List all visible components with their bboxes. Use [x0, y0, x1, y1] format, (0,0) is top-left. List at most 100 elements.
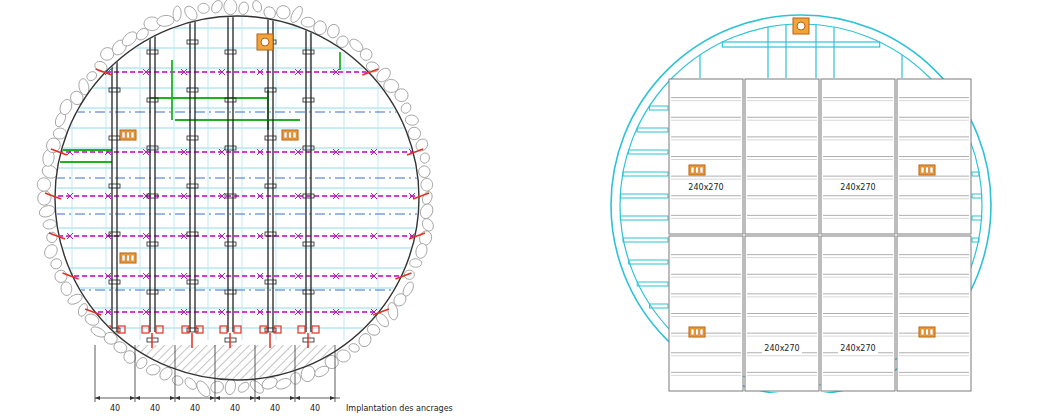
panel-stiffener [747, 313, 817, 314]
dimension-arrow [255, 396, 295, 400]
anchor-cross [105, 309, 111, 315]
anchor-cross [333, 193, 339, 199]
icon-slot [691, 329, 694, 335]
extension-line [335, 345, 336, 402]
anchor-cross [409, 69, 415, 75]
rock-pebble [173, 6, 182, 22]
blue-rail [55, 111, 420, 112]
panel-stiffener [899, 156, 969, 157]
anchor-cross [219, 149, 225, 155]
rock-pebble [42, 242, 60, 261]
rock-pebble [53, 269, 68, 284]
crown-post [785, 25, 786, 78]
icon-slot [127, 255, 130, 261]
icon-slot [930, 167, 933, 173]
red-base-anchor [182, 326, 189, 333]
icon-slot [289, 132, 292, 138]
rock-pebble [405, 114, 419, 126]
panel-stiffener [747, 254, 817, 255]
dimension-value: 40 [188, 404, 202, 414]
dimension-arrow [95, 396, 135, 400]
red-anchor [96, 69, 112, 75]
panel-stiffener [747, 274, 817, 275]
wall-panel [745, 236, 819, 391]
column-bracket [265, 232, 276, 236]
red-anchor [362, 69, 378, 75]
column-bracket [303, 50, 314, 54]
column-bracket [265, 88, 276, 92]
panel-size-label: 240x270 [838, 183, 877, 193]
anchor-cross [295, 273, 301, 279]
panel-stiffener [823, 179, 893, 180]
panel-stiffener [899, 179, 969, 180]
panel-stiffener [671, 333, 741, 334]
red-base-anchor [104, 326, 111, 333]
crown-post [815, 25, 816, 78]
rock-pebble [358, 46, 374, 62]
anchor-cross [181, 69, 187, 75]
rock-pebble [89, 325, 107, 339]
icon-slot [921, 329, 924, 335]
right-cross-section [611, 15, 991, 395]
panel-stiffener [747, 296, 817, 297]
rock-pebble [301, 17, 315, 27]
rock-pebble [421, 178, 433, 191]
panel-stiffener [899, 136, 969, 137]
panel-stiffener [747, 195, 817, 196]
panel-stiffener [747, 293, 817, 294]
column-bracket [147, 290, 158, 294]
crown-beam [722, 42, 879, 47]
panel-stiffener [747, 159, 817, 160]
cyan-rib [972, 216, 982, 220]
rock-pebble [209, 0, 224, 15]
anchor-cross [219, 233, 225, 239]
red-anchor-rod [229, 333, 231, 348]
panel-stiffener [899, 274, 969, 275]
panel-stiffener [671, 198, 741, 199]
cyan-post [174, 15, 175, 340]
icon-slot [700, 329, 703, 335]
anchor-cross [257, 149, 263, 155]
column-bracket [109, 88, 120, 92]
green-line [175, 119, 300, 121]
top-box [793, 18, 809, 34]
panel-size-label: 240x270 [686, 183, 725, 193]
anchor-cross [295, 193, 301, 199]
panel-stiffener [747, 277, 817, 278]
panel-stiffener [671, 336, 741, 337]
crown-post [767, 27, 768, 78]
panel-stiffener [823, 117, 893, 118]
panel-stiffener [823, 372, 893, 373]
panel-stiffener [747, 257, 817, 258]
red-anchor [395, 273, 411, 279]
rock-pebble [85, 70, 98, 82]
anchor-cross [333, 309, 339, 315]
panel-stiffener [899, 375, 969, 376]
panel-stiffener [823, 136, 893, 137]
rock-pebble [357, 331, 374, 348]
rock-pebble [42, 219, 57, 230]
red-anchor [373, 309, 389, 315]
green-line [60, 149, 112, 151]
rock-pebble [224, 0, 237, 15]
rock-pebble [248, 378, 266, 395]
crown-post [901, 55, 902, 78]
panel-stiffener [823, 120, 893, 121]
panel-stiffener [899, 352, 969, 353]
crown-post [833, 27, 834, 78]
panel-stiffener [671, 257, 741, 258]
column-bracket [147, 50, 158, 54]
rock-pebble [36, 189, 53, 207]
rock-pebble [238, 1, 250, 15]
anchor-cross [333, 233, 339, 239]
tunnel-wall [55, 16, 419, 380]
panel-stiffener [747, 120, 817, 121]
panel-stiffener [747, 156, 817, 157]
panel-stiffener [899, 355, 969, 356]
anchor-cross [67, 193, 73, 199]
note-label: Implantation des ancrages [344, 404, 455, 414]
rock-pebble [194, 379, 213, 399]
anchor-cross [333, 149, 339, 155]
rock-pebble [49, 257, 63, 271]
column-bracket [225, 146, 236, 150]
